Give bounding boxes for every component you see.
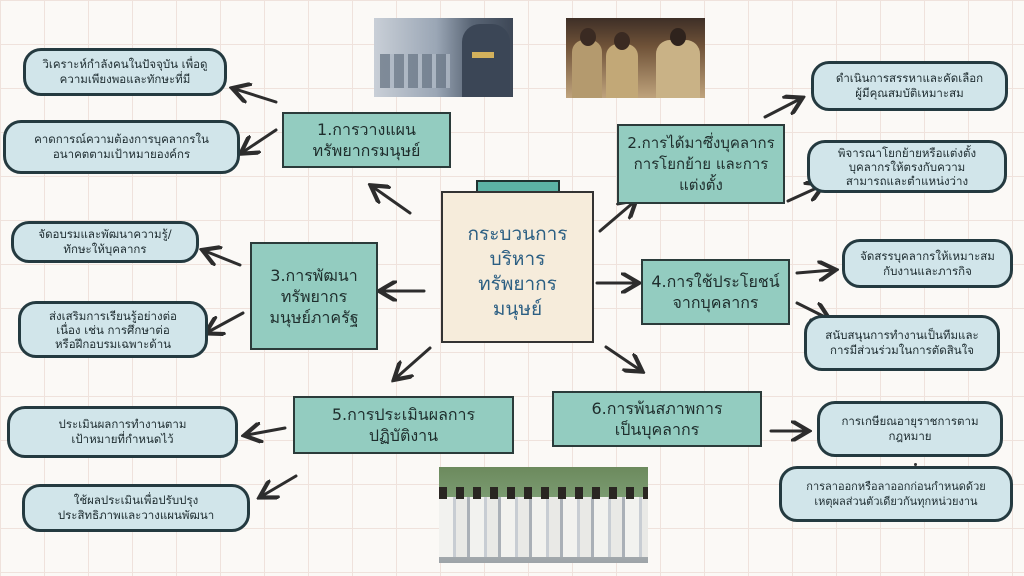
step4-node: 4.การใช้ประโยชน์ จากบุคลากร — [641, 259, 790, 325]
step1-detail-2: คาดการณ์ความต้องการบุคลากรใน อนาคตตามเป้… — [3, 120, 240, 174]
step4-detail-2: สนับสนุนการทำงานเป็นทีมและ การมีส่วนร่วม… — [804, 315, 1000, 371]
step1-detail-1: วิเคราะห์กำลังคนในปัจจุบัน เพื่อดู ความเ… — [23, 48, 227, 96]
step2-detail-2: พิจารณาโยกย้ายหรือแต่งตั้ง บุคลากรให้ตรง… — [807, 140, 1007, 193]
step3-detail-2: ส่งเสริมการเรียนรู้อย่างต่อ เนื่อง เช่น … — [18, 301, 208, 358]
step3-detail-1: จัดอบรมและพัฒนาความรู้/ ทักษะให้บุคลากร — [11, 221, 199, 263]
step4-detail-1: จัดสรรบุคลากรให้เหมาะสม กับงานและภารกิจ — [842, 239, 1013, 288]
step2-detail-1: ดำเนินการสรรหาและคัดเลือก ผู้มีคุณสมบัติ… — [811, 61, 1008, 111]
step5-detail-2: ใช้ผลประเมินเพื่อปรับปรุง ประสิทธิภาพและ… — [22, 484, 250, 532]
step6-detail-2: การลาออกหรือลาออกก่อนกำหนดด้วย เหตุผลส่ว… — [779, 466, 1013, 522]
officers-greeting-photo — [566, 18, 705, 98]
arrow-center-to-step5 — [396, 346, 432, 378]
step5-detail-1: ประเมินผลการทำงานตาม เป้าหมายที่กำหนดไว้ — [7, 406, 238, 458]
officers-seated-photo — [374, 18, 513, 97]
arrow-center-to-step1 — [373, 187, 412, 215]
step6-detail-1: การเกษียณอายุราชการตาม กฎหมาย — [817, 401, 1003, 457]
arrow-center-to-step6 — [604, 345, 640, 370]
step2-node: 2.การได้มาซึ่งบุคลากร การโยกย้าย และการ … — [617, 124, 785, 204]
center-title: กระบวนการ บริหาร ทรัพยากร มนุษย์ — [441, 191, 594, 343]
step1-node: 1.การวางแผน ทรัพยากรมนุษย์ — [282, 112, 451, 168]
officers-group-white-uniform-photo — [439, 467, 648, 563]
arrow-center-to-step2 — [598, 202, 634, 233]
step6-node: 6.การพ้นสภาพการ เป็นบุคลากร — [552, 391, 762, 447]
step5-node: 5.การประเมินผลการ ปฏิบัติงาน — [293, 396, 514, 454]
step3-node: 3.การพัฒนา ทรัพยากร มนุษย์ภาครัฐ — [250, 242, 378, 350]
dot-marker — [914, 463, 917, 466]
